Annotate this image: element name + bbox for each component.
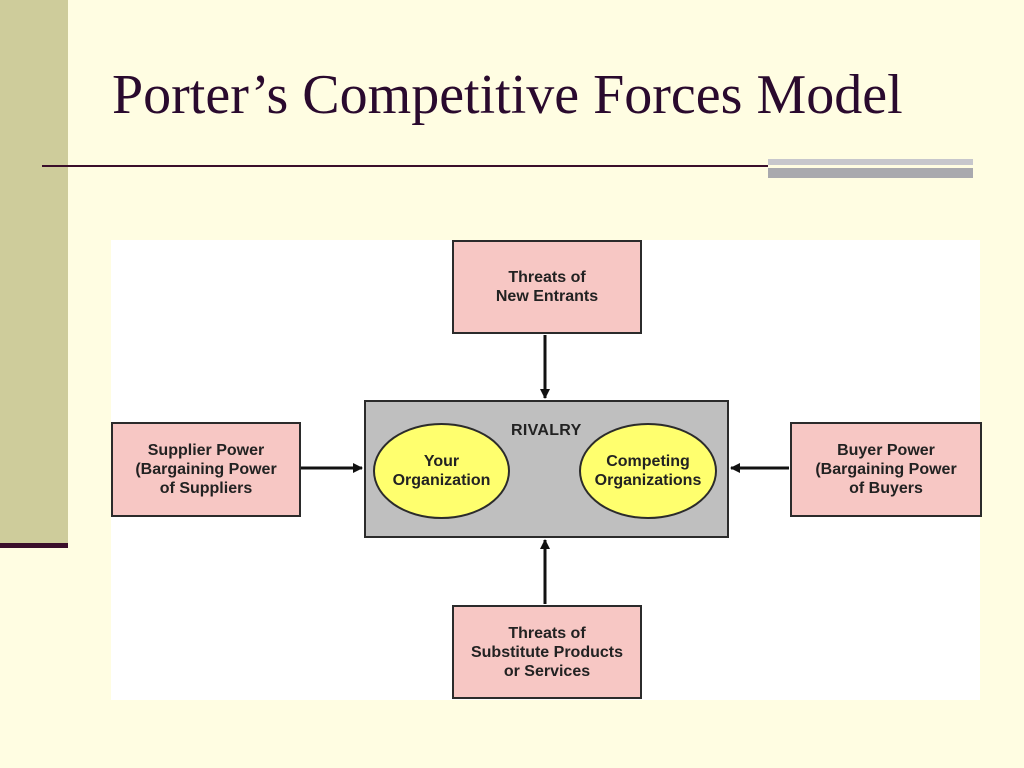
rivalry-label: RIVALRY	[511, 422, 582, 439]
supplier-power-box: Supplier Power (Bargaining Power of Supp…	[111, 422, 301, 517]
title-underline	[42, 165, 770, 167]
threat-substitutes-box: Threats of Substitute Products or Servic…	[452, 605, 642, 699]
title-bar-accent	[768, 159, 973, 178]
your-organization-oval: Your Organization	[373, 423, 510, 519]
competing-organizations-oval: Competing Organizations	[579, 423, 717, 519]
buyer-power-box: Buyer Power (Bargaining Power of Buyers	[790, 422, 982, 517]
left-decorative-band	[0, 0, 68, 544]
slide-title: Porter’s Competitive Forces Model	[112, 64, 903, 126]
left-band-rule	[0, 543, 68, 548]
threat-new-entrants-box: Threats of New Entrants	[452, 240, 642, 334]
diagram-canvas: Threats of New Entrants Supplier Power (…	[111, 240, 982, 700]
